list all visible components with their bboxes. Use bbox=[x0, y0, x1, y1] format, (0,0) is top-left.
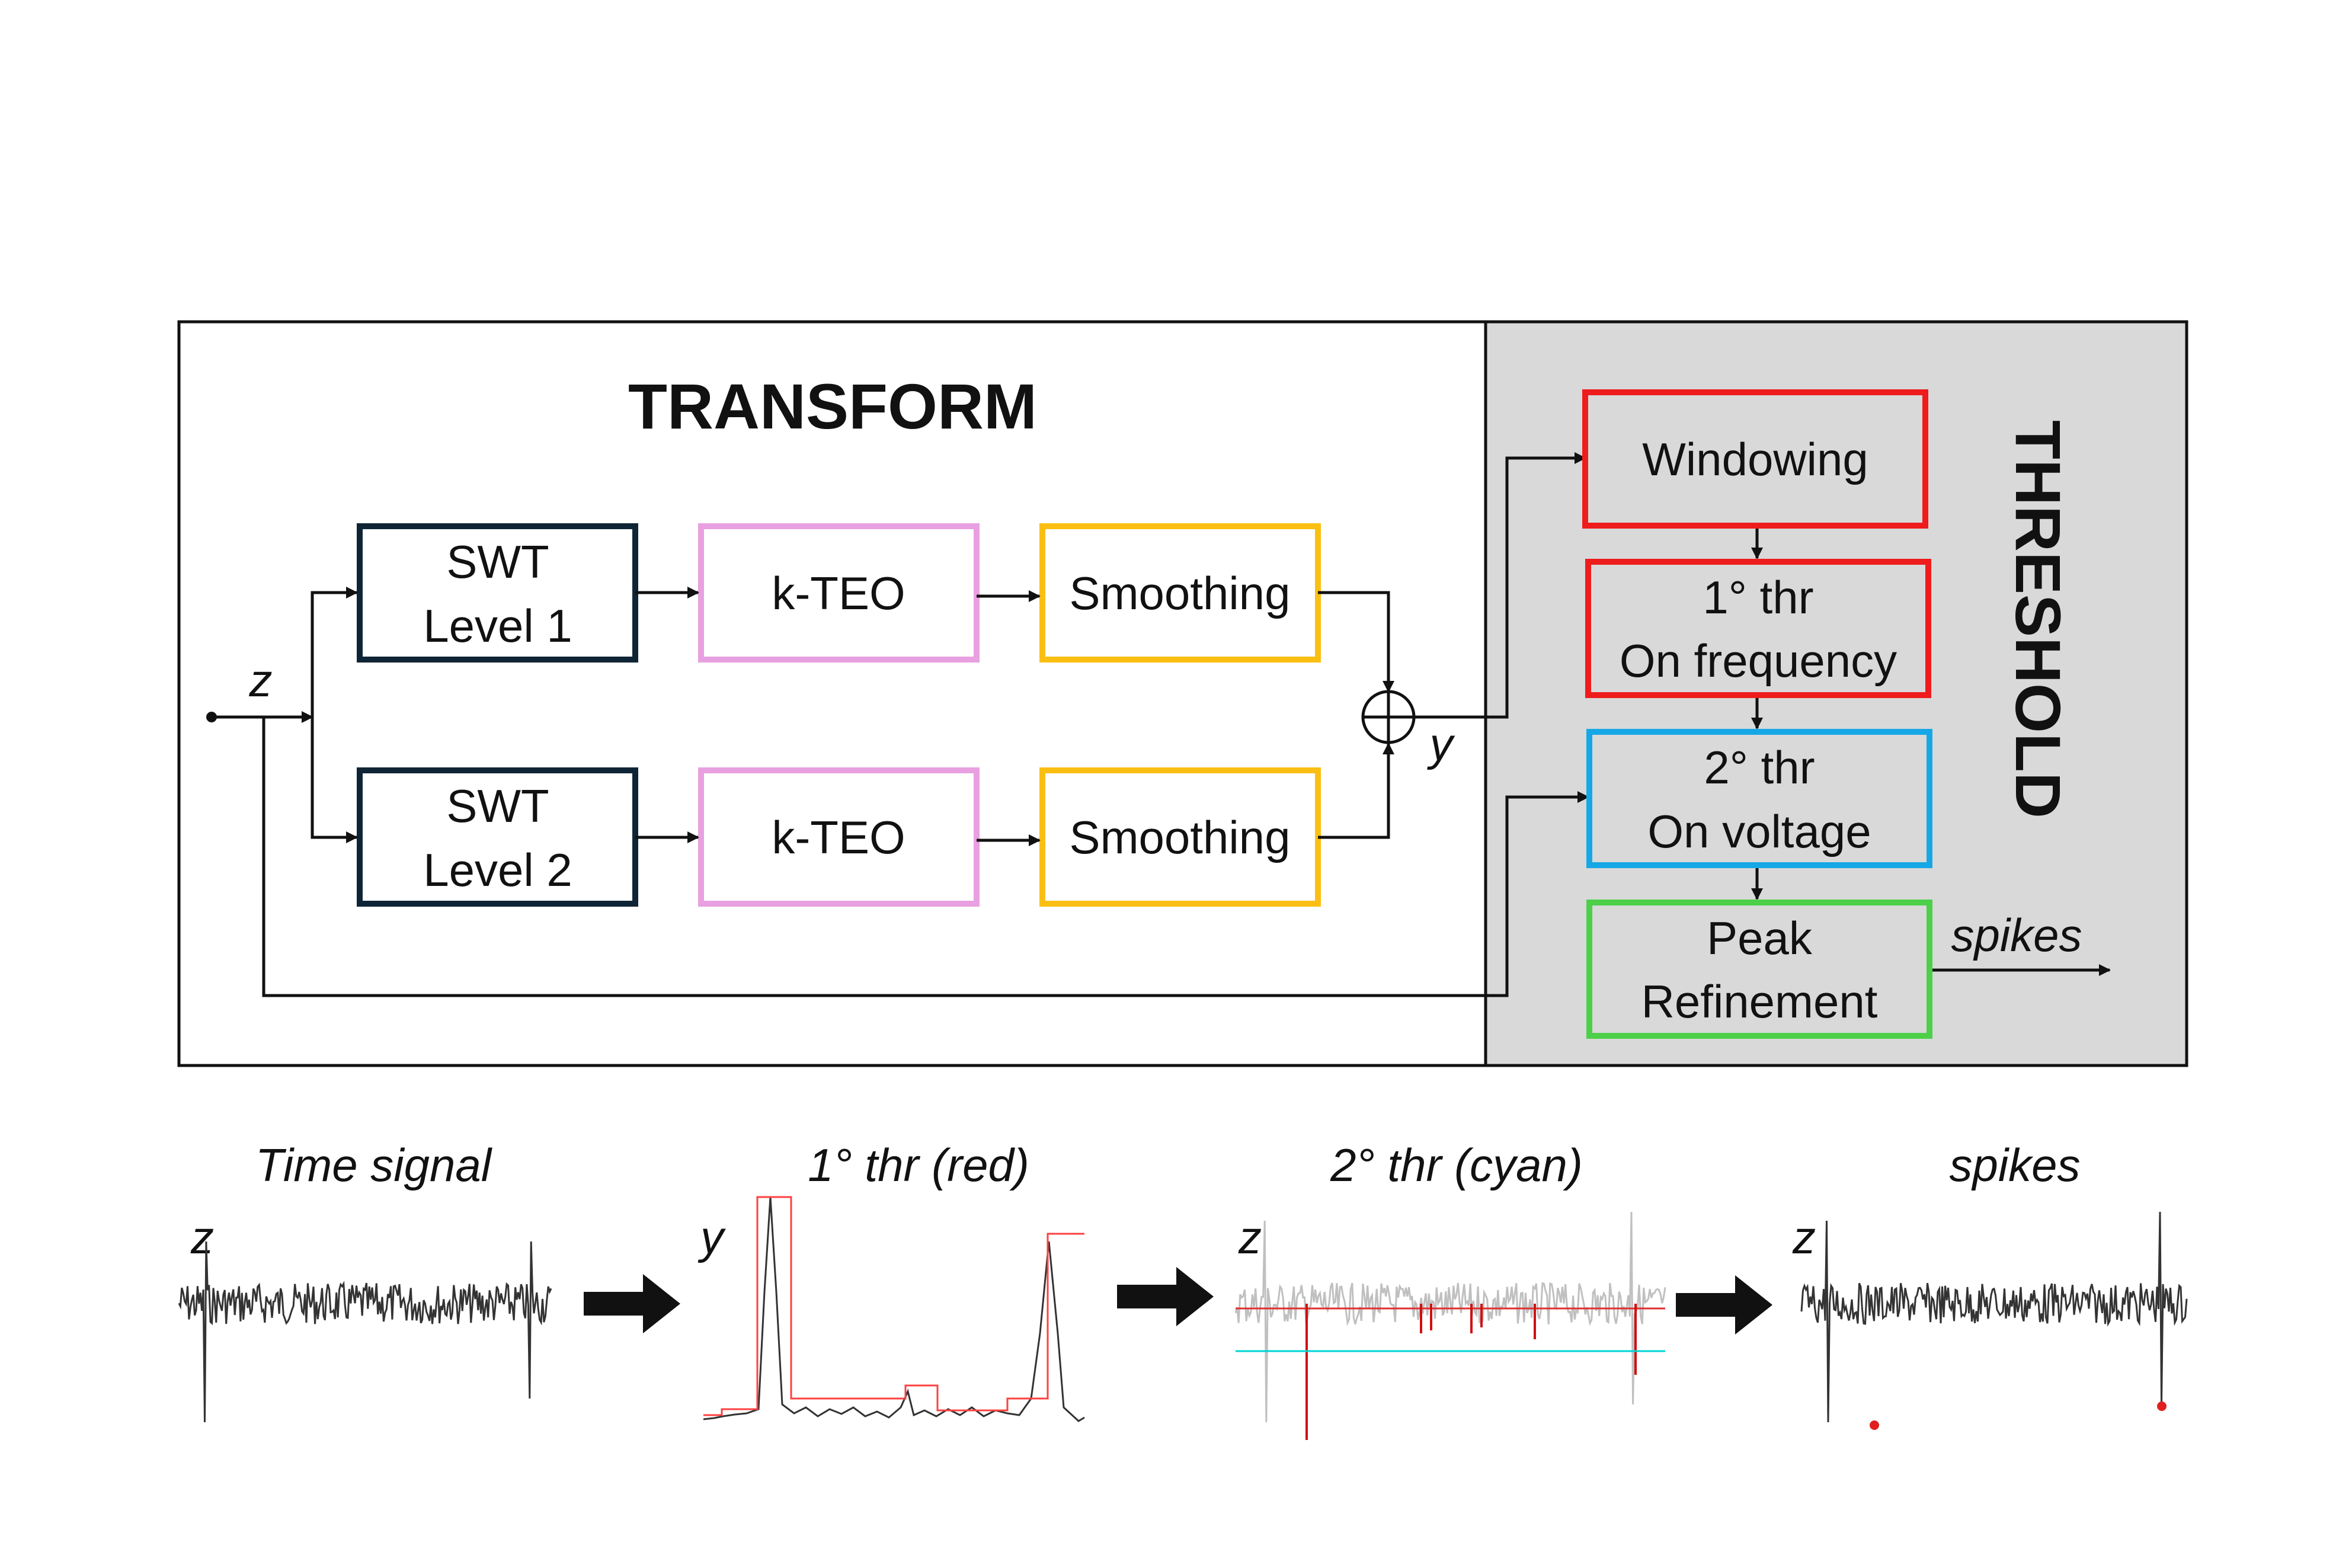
panel2-axis: y bbox=[697, 1211, 726, 1263]
panel4-title: spikes bbox=[1949, 1139, 2080, 1191]
swt-level1-box bbox=[357, 523, 638, 663]
swt-level1-line2: Level 1 bbox=[423, 600, 572, 652]
smoothing1-box bbox=[1039, 523, 1321, 663]
big-arrow-icon bbox=[1117, 1267, 1214, 1326]
transform-title: TRANSFORM bbox=[628, 370, 1037, 442]
swt-level1-line1: SWT bbox=[446, 536, 549, 588]
connectors bbox=[212, 452, 2111, 997]
smoothing1-label: Smoothing bbox=[1070, 567, 1291, 619]
second-thr-plot bbox=[1234, 1211, 1666, 1440]
smoothing2-label: Smoothing bbox=[1070, 811, 1291, 863]
panel2-title: 1° thr (red) bbox=[808, 1139, 1029, 1191]
big-arrow-icon bbox=[1676, 1275, 1772, 1335]
output-y-label: y bbox=[1427, 718, 1455, 770]
y-trace bbox=[703, 1196, 1085, 1422]
first-thr-plot bbox=[703, 1196, 1085, 1422]
first-thr-line2: On frequency bbox=[1620, 635, 1897, 687]
second-thr-line2: On voltage bbox=[1647, 805, 1871, 857]
peak-refinement-line2: Refinement bbox=[1641, 975, 1878, 1028]
gray-trace bbox=[1234, 1211, 1666, 1423]
big-arrow-icon bbox=[584, 1274, 680, 1333]
sum-icon bbox=[1361, 690, 1416, 744]
spike-dot-icon bbox=[2157, 1401, 2167, 1411]
spike-trace bbox=[1800, 1211, 2188, 1423]
kteo1-label: k-TEO bbox=[772, 567, 905, 619]
kteo1-box bbox=[698, 523, 980, 663]
peak-refinement-line1: Peak bbox=[1707, 912, 1813, 964]
spikes-plot bbox=[1800, 1211, 2188, 1430]
panel4-axis: z bbox=[1792, 1211, 1816, 1263]
windowing-label: Windowing bbox=[1642, 433, 1868, 485]
swt-level2-line2: Level 2 bbox=[423, 844, 572, 896]
threshold-title: THRESHOLD bbox=[2002, 420, 2074, 818]
swt-level2-box bbox=[357, 767, 638, 907]
second-thr-box bbox=[1586, 729, 1932, 868]
spike-dot-icon bbox=[1870, 1420, 1879, 1430]
first-thr-line1: 1° thr bbox=[1703, 571, 1813, 623]
panel3-axis: z bbox=[1238, 1211, 1262, 1263]
signal-trace bbox=[178, 1241, 552, 1423]
windowing-box bbox=[1582, 389, 1928, 529]
swt-level2-line1: SWT bbox=[446, 780, 549, 832]
first-thr-box bbox=[1585, 559, 1931, 698]
transform-panel bbox=[177, 320, 1487, 1067]
kteo2-box bbox=[698, 767, 980, 907]
spikes-output-label: spikes bbox=[1951, 909, 2082, 961]
panel3-title: 2° thr (cyan) bbox=[1330, 1139, 1583, 1191]
input-z-label: z bbox=[249, 654, 273, 706]
panel1-title: Time signal bbox=[255, 1139, 493, 1191]
second-thr-line1: 2° thr bbox=[1704, 741, 1815, 793]
kteo2-label: k-TEO bbox=[772, 811, 905, 863]
time-signal-plot bbox=[178, 1241, 552, 1423]
smoothing2-box bbox=[1039, 767, 1321, 907]
panel1-axis: z bbox=[190, 1211, 214, 1263]
peak-refinement-box bbox=[1586, 900, 1932, 1039]
red-threshold-line bbox=[703, 1196, 1084, 1416]
